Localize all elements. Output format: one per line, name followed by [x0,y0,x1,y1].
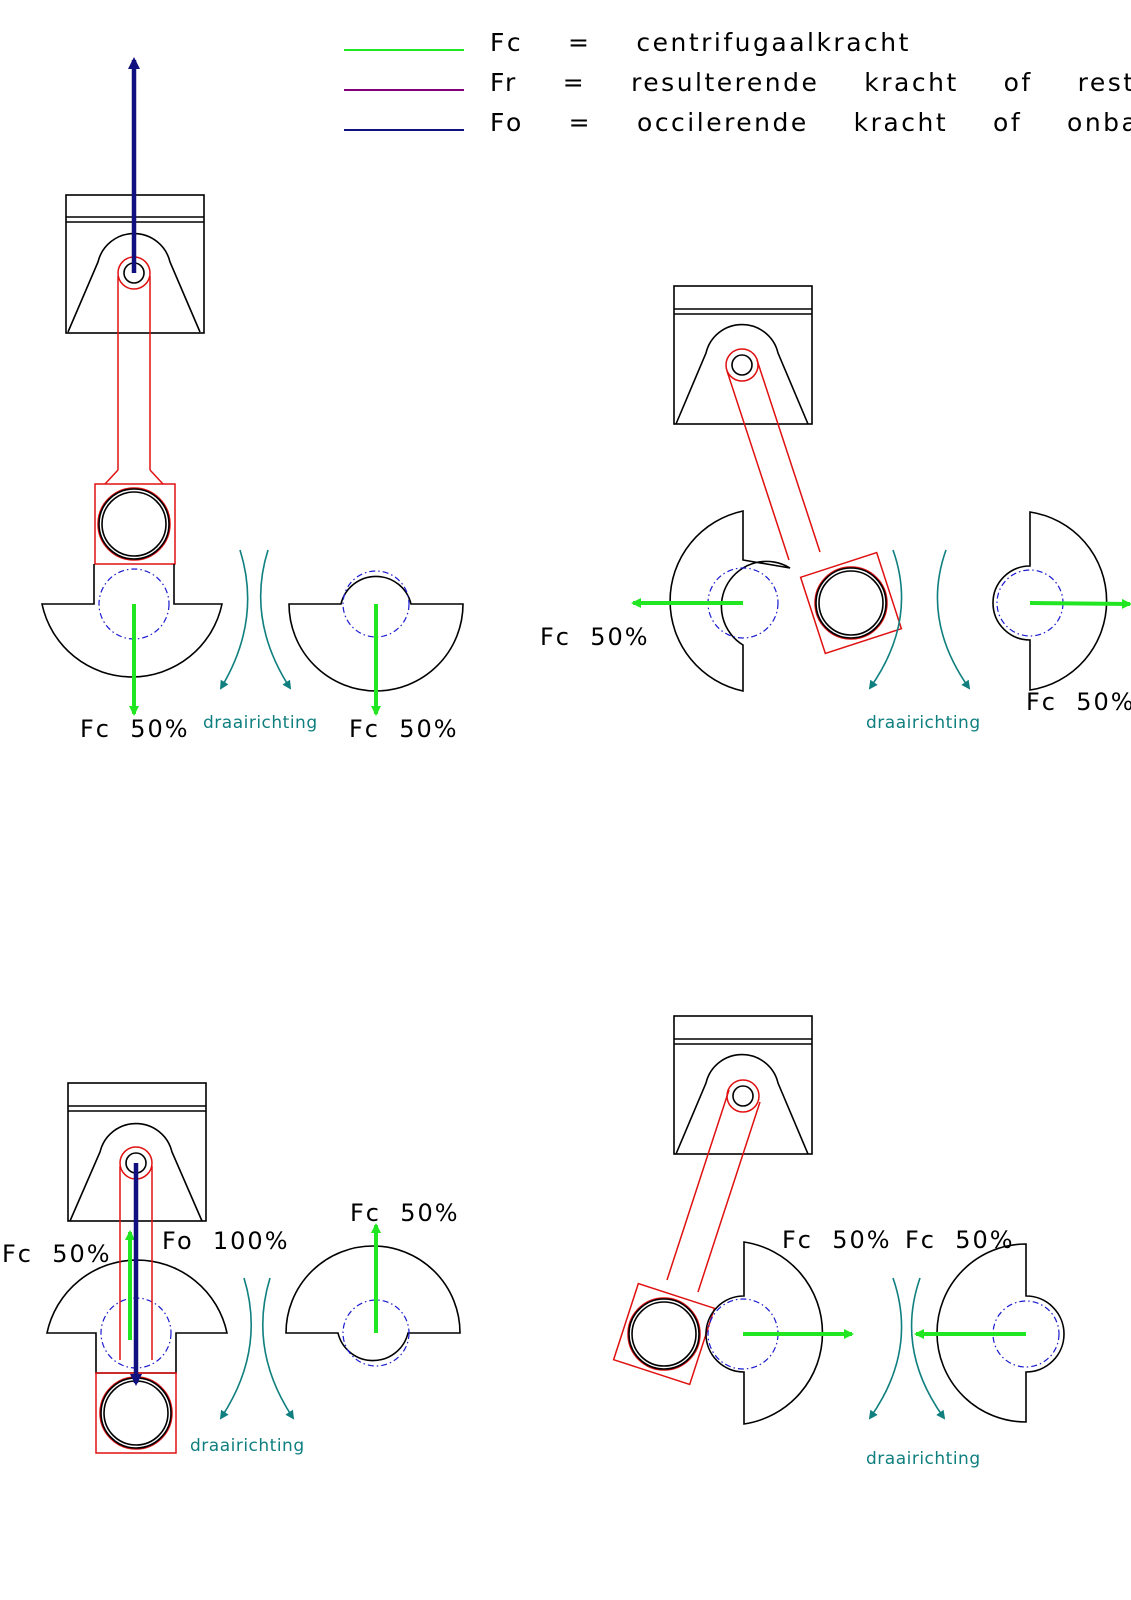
crankpin [103,1380,169,1446]
panel-bottom-left: Fc 50% Fo 100% Fc 50% draairichting [2,1082,461,1456]
crankpin-outer [100,1377,172,1449]
connecting-rod [94,256,176,565]
piston [673,1015,813,1155]
fc-arrow-right [1029,598,1131,609]
fc-label-left: Fc 50% [2,1240,112,1268]
fo-label: Fo 100% [162,1227,290,1255]
crankpin-outer [628,1298,700,1370]
connecting-rod [612,1079,761,1386]
fc-label-right: Fc 50% [1026,688,1131,716]
panel-top-right: Fc 50% draairichting Fc 50% [540,285,1131,733]
legend-fo-text: Fo = occilerende kracht of onbalans [490,108,1131,137]
connecting-rod [95,1146,177,1454]
legend-fc-text: Fc = centrifugaalkracht [490,28,911,57]
rotation-label: draairichting [190,1436,305,1456]
rotation-direction-icon [219,549,292,690]
legend-fr-text: Fr = resulterende kracht of restonbalans [490,68,1131,97]
crankpin-outer [98,488,170,560]
rotation-label: draairichting [203,713,318,733]
counterweight-right [288,570,464,692]
legend: Fc = centrifugaalkracht Fr = resulterend… [344,28,1131,137]
fc-label-right: Fc 50% [350,1199,460,1227]
panel-top-left: Fc 50% draairichting Fc 50% [41,57,464,743]
fc-label-left: Fc 50% [80,715,190,743]
fc-label-right: Fc 50% [905,1226,1015,1254]
crankpin-outer [815,567,887,639]
rotation-direction-icon [868,1277,946,1420]
rotation-direction-icon [219,1277,295,1420]
panel-bottom-right: Fc 50% Fc 50% draairichting [612,1015,1065,1469]
fc-label-right: Fc 50% [349,715,459,743]
crankpin [101,491,167,557]
counterweight-right [992,511,1108,691]
piston [673,285,813,425]
counterweight-right [285,1245,461,1367]
fc-label-left: Fc 50% [782,1226,892,1254]
rotation-direction-icon [868,549,971,690]
fc-label-left: Fc 50% [540,623,650,651]
rotation-label: draairichting [866,1449,981,1469]
crankpin [818,570,884,636]
connecting-rod [725,348,903,655]
rotation-label: draairichting [866,713,981,733]
crankpin [631,1301,697,1367]
